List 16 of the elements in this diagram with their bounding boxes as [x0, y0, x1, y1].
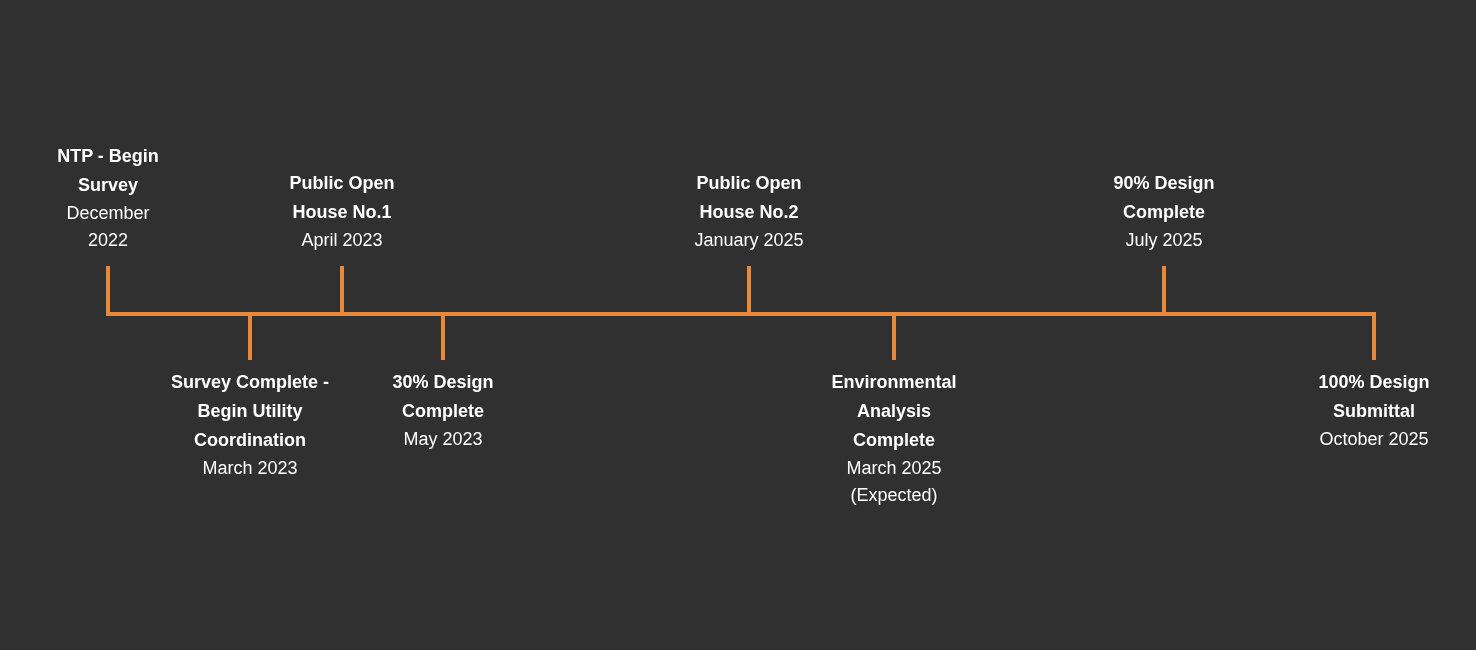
milestone-title: Environmental Analysis Complete	[830, 371, 958, 452]
milestone-title: Public Open House No.2	[695, 172, 803, 224]
milestone-date: March 2023	[202, 457, 298, 480]
milestone-title: Survey Complete - Begin Utility Coordination	[169, 371, 330, 452]
milestone-date: March 2025 (Expected)	[845, 457, 943, 507]
milestone-title: 100% Design Submittal	[1317, 371, 1431, 423]
milestone-date: October 2025	[1319, 428, 1429, 451]
milestone-title: NTP - Begin Survey	[56, 145, 160, 197]
milestone-date: April 2023	[301, 229, 383, 252]
milestone-date: July 2025	[1125, 229, 1203, 252]
milestone-title: Public Open House No.1	[288, 172, 396, 224]
milestone-date: May 2023	[403, 428, 483, 451]
milestone-title: 90% Design Complete	[1112, 172, 1216, 224]
milestone-date: December 2022	[65, 202, 151, 252]
milestone-date: January 2025	[694, 229, 804, 252]
milestone-title: 30% Design Complete	[391, 371, 495, 423]
